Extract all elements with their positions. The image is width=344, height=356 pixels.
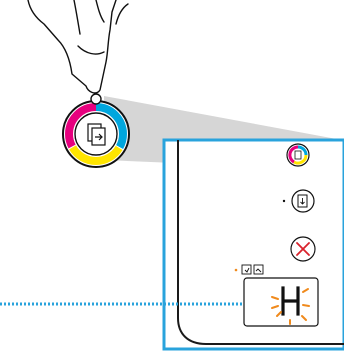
cancel-button: [291, 237, 315, 261]
status-dot: [235, 269, 238, 272]
hand-icon: [28, 0, 128, 93]
resume-status-dot: [283, 200, 285, 202]
color-copy-button: [287, 144, 309, 166]
status-display: [244, 278, 318, 326]
